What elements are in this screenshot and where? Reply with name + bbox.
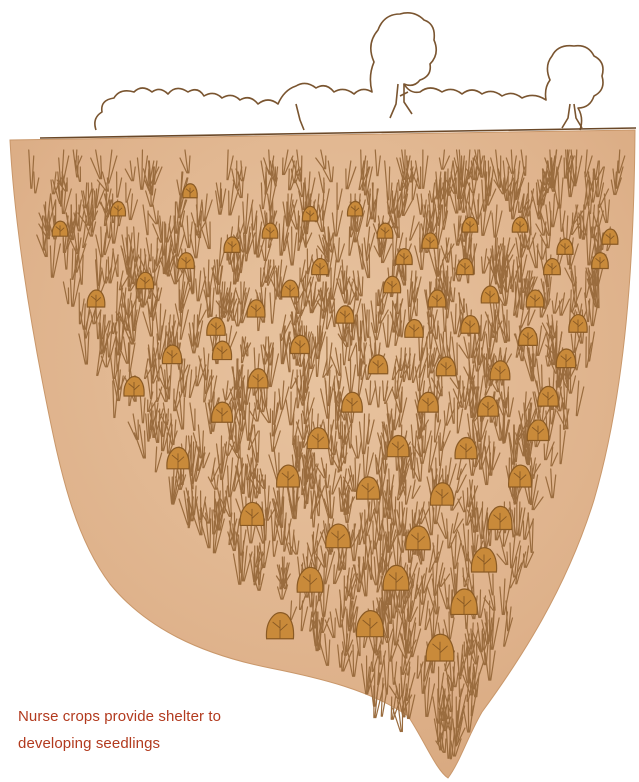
tree-canopy-outline-icon	[95, 13, 603, 130]
caption: Nurse crops provide shelter to developin…	[18, 703, 318, 757]
caption-line-1: Nurse crops provide shelter to	[18, 703, 318, 730]
caption-line-2: developing seedlings	[18, 730, 318, 757]
soil-cross-section	[10, 130, 635, 778]
